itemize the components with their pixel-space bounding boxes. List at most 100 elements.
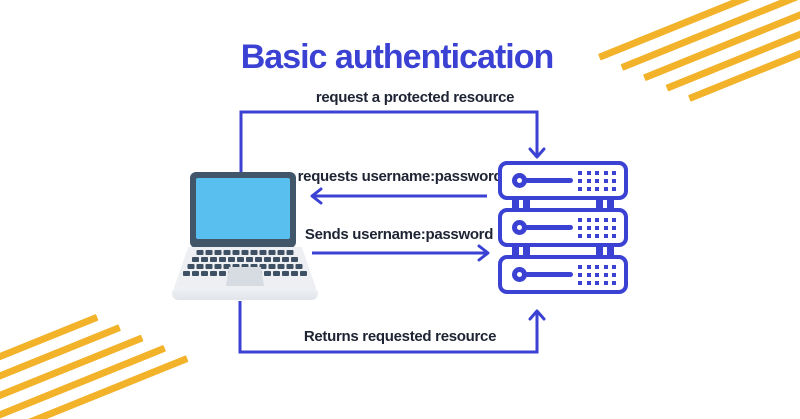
keyboard-key — [250, 250, 258, 255]
keyboard-key — [201, 271, 208, 276]
vent-dot — [578, 186, 582, 191]
keyboard-key — [268, 264, 276, 269]
server-port-icon — [512, 267, 527, 282]
vent-dot — [612, 225, 616, 230]
vent-dot — [603, 264, 608, 269]
vent-dot — [578, 225, 582, 230]
keyboard-key — [255, 257, 262, 262]
vent-dot — [586, 264, 591, 269]
vent-dot — [595, 178, 599, 183]
keyboard-key — [210, 257, 217, 262]
vent-dot — [578, 280, 582, 285]
flow-credentials-arrowhead — [477, 244, 490, 262]
server-vent-grid — [578, 264, 616, 285]
vent-dot — [612, 178, 616, 183]
vent-dot — [595, 186, 599, 191]
vent-dot — [595, 225, 599, 230]
server-connector-leg — [512, 246, 519, 255]
keyboard-key — [223, 250, 231, 255]
vent-dot — [586, 272, 591, 277]
keyboard-key — [250, 264, 258, 269]
server-unit — [498, 161, 628, 200]
keyboard-key — [196, 250, 204, 255]
laptop-screen — [190, 172, 296, 248]
keyboard-key — [210, 271, 217, 276]
vent-dot — [595, 170, 599, 175]
laptop-display — [196, 178, 290, 239]
keyboard-key — [201, 257, 208, 262]
vent-dot — [586, 170, 591, 175]
server-connector-leg — [596, 199, 603, 208]
vent-dot — [578, 272, 582, 277]
laptop-icon — [172, 170, 318, 302]
keyboard-key — [241, 250, 249, 255]
page-title: Basic authentication — [240, 38, 555, 76]
keyboard-key — [277, 250, 285, 255]
server-connector-leg — [607, 199, 614, 208]
keyboard-key — [228, 257, 235, 262]
vent-dot — [595, 272, 599, 277]
vent-dot — [586, 280, 591, 285]
keyboard-key — [183, 271, 190, 276]
server-vent-grid — [578, 170, 616, 191]
keyboard-key — [219, 257, 226, 262]
keyboard-key — [282, 271, 289, 276]
vent-dot — [586, 233, 591, 238]
keyboard-key — [205, 264, 213, 269]
keyboard-key — [187, 264, 195, 269]
server-connector-leg — [523, 246, 530, 255]
server-vent-grid — [578, 217, 616, 238]
keyboard-key — [192, 257, 199, 262]
vent-dot — [586, 225, 591, 230]
vent-dot — [595, 280, 599, 285]
keyboard-key — [282, 257, 289, 262]
flow-request-arrowhead — [528, 147, 546, 159]
keyboard-key — [286, 264, 294, 269]
keyboard-key — [259, 264, 267, 269]
server-connector-leg — [607, 246, 614, 255]
flow-response-line — [238, 301, 539, 354]
server-unit — [498, 255, 628, 294]
keyboard-row — [196, 250, 294, 255]
vent-dot — [578, 170, 582, 175]
keyboard-key — [277, 264, 285, 269]
keyboard-key — [300, 271, 307, 276]
vent-dot — [603, 170, 608, 175]
vent-dot — [603, 280, 608, 285]
vent-dot — [612, 272, 616, 277]
vent-dot — [578, 178, 582, 183]
vent-dot — [603, 225, 608, 230]
vent-dot — [612, 217, 616, 222]
vent-dot — [595, 264, 599, 269]
vent-dot — [595, 217, 599, 222]
keyboard-key — [273, 271, 280, 276]
keyboard-key — [264, 271, 271, 276]
server-connector-leg — [523, 199, 530, 208]
keyboard-key — [192, 271, 199, 276]
vent-dot — [578, 233, 582, 238]
vent-dot — [612, 280, 616, 285]
laptop-base — [172, 287, 318, 300]
vent-dot — [586, 178, 591, 183]
vent-dot — [612, 233, 616, 238]
vent-dot — [578, 264, 582, 269]
laptop-trackpad — [226, 267, 264, 286]
flow-request-line — [239, 110, 539, 172]
keyboard-key — [219, 271, 226, 276]
keyboard-key — [259, 250, 267, 255]
vent-dot — [603, 217, 608, 222]
vent-dot — [586, 186, 591, 191]
server-port-icon — [512, 173, 527, 188]
vent-dot — [612, 186, 616, 191]
server-unit — [498, 208, 628, 247]
flow-request-label: request a protected resource — [315, 89, 515, 106]
keyboard-key — [246, 257, 253, 262]
keyboard-key — [214, 264, 222, 269]
server-slot-bar — [525, 272, 573, 277]
keyboard-key — [232, 250, 240, 255]
server-slot-bar — [525, 178, 573, 183]
keyboard-key — [223, 264, 231, 269]
keyboard-key — [273, 257, 280, 262]
vent-dot — [578, 217, 582, 222]
